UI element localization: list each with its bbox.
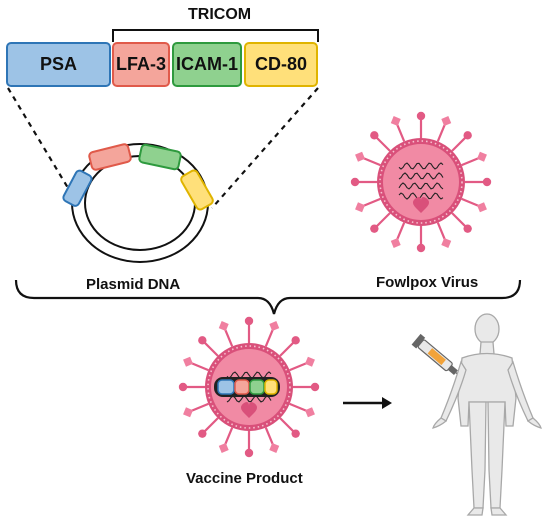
vaccine-virus-spike-tip [269, 443, 280, 453]
zoom-line-left [7, 87, 81, 209]
insert-psa [217, 379, 235, 395]
vaccine-virus-spike-tip [244, 448, 254, 458]
fowlpox-virus-core [383, 144, 459, 220]
fowlpox-virus-spike-tip [463, 224, 472, 233]
vaccine-virus-spike-tip [305, 407, 315, 418]
plasmid-label: Plasmid DNA [86, 276, 181, 293]
vaccine-virus-spike-tip [291, 429, 300, 438]
tricom-label: TRICOM [188, 6, 252, 23]
insert-icam1 [249, 379, 265, 395]
fowlpox-virus-spike-tip [477, 202, 487, 213]
gene-lfa3-box: LFA-3 [112, 42, 170, 87]
vaccine-virus-spike-tip [198, 429, 207, 438]
plasmid-icon [62, 143, 214, 263]
fowlpox-virus-spike-tip [416, 243, 426, 253]
fowlpox-virus-spike-tip [390, 238, 401, 248]
vaccine-gene-insert [214, 377, 280, 397]
fowlpox-virus-spike-tip [463, 131, 472, 140]
vaccine-virus-spike-tip [218, 443, 229, 453]
human-figure-icon [432, 313, 542, 516]
fowlpox-label: Fowlpox Virus [376, 274, 479, 291]
arrow-to-patient [343, 397, 392, 409]
gene-psa-box: PSA [6, 42, 111, 87]
fowlpox-virus-spike-tip [482, 177, 492, 187]
fowlpox-virus-spike-tip [350, 177, 360, 187]
zoom-line-right [211, 87, 319, 209]
vaccine-virus-spike-tip [183, 356, 193, 367]
fowlpox-virus-genome [398, 172, 444, 180]
fowlpox-virus-membrane [379, 140, 463, 224]
fowlpox-virus-genome [398, 182, 444, 190]
vaccine-virus-genome [226, 395, 272, 403]
fowlpox-virus-spike-tip [416, 111, 426, 121]
vaccine-virus-spike-tip [218, 321, 229, 331]
vaccine-virus-spike-tip [198, 336, 207, 345]
fowlpox-virus-genome [398, 162, 444, 170]
merge-bracket [14, 279, 522, 315]
plasmid-segment-icam1 [138, 143, 182, 171]
syringe-icon [411, 333, 468, 383]
tricom-bracket [112, 29, 319, 42]
vaccine-virus-spike-tip [269, 321, 280, 331]
vaccine-virus-spike-tip [310, 382, 320, 392]
fowlpox-virus-spike-tip [441, 238, 452, 248]
fowlpox-virus-spike-tip [477, 151, 487, 162]
plasmid-segment-psa [62, 169, 93, 207]
fowlpox-virus-spike-tip [390, 116, 401, 126]
vaccine-virus-spike-tip [183, 407, 193, 418]
vaccine-label: Vaccine Product [186, 470, 303, 487]
fowlpox-virus-protein [413, 197, 429, 213]
fowlpox-virus-spike-tip [441, 116, 452, 126]
plasmid-segment-lfa3 [88, 143, 132, 171]
fowlpox-virus-genome [398, 192, 444, 200]
vaccine-virus-spike-tip [305, 356, 315, 367]
vaccine-virus-spike-tip [178, 382, 188, 392]
gene-cd80-box: CD-80 [244, 42, 318, 87]
insert-cd80 [264, 379, 278, 395]
fowlpox-virus-spike-tip [355, 151, 365, 162]
gene-icam1-box: ICAM-1 [172, 42, 242, 87]
fowlpox-virus-spike-tip [370, 131, 379, 140]
vaccine-virus-spike-tip [291, 336, 300, 345]
vaccine-virus-membrane [207, 345, 291, 429]
fowlpox-virus-spike-tip [370, 224, 379, 233]
plasmid-segment-cd80 [180, 169, 214, 211]
vaccine-virus-protein [241, 402, 257, 418]
fowlpox-virus-icon [350, 111, 492, 253]
fowlpox-virus-spike-tip [355, 202, 365, 213]
insert-lfa3 [234, 379, 250, 395]
vaccine-virus-spike-tip [244, 316, 254, 326]
